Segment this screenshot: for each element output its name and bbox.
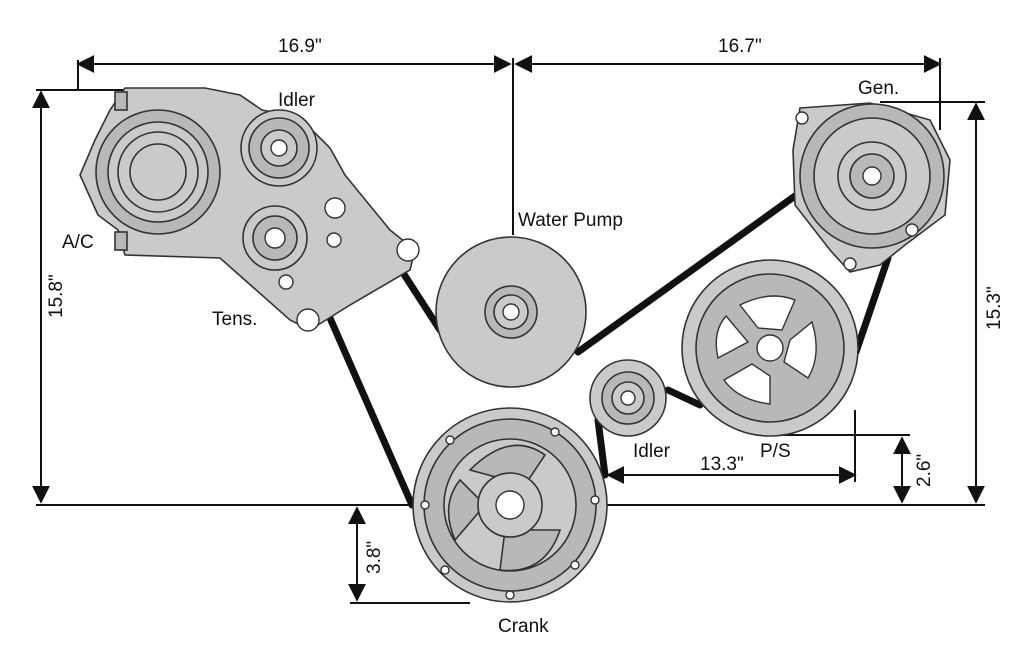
- tensioner-pulley: [242, 205, 308, 271]
- power-steering-pulley: [681, 259, 859, 437]
- label-tensioner: Tens.: [212, 309, 257, 330]
- label-water-pump: Water Pump: [518, 210, 623, 231]
- label-crank: Crank: [498, 616, 549, 637]
- dim-left-height: 15.8": [46, 274, 67, 318]
- top-idler-pulley: [240, 109, 318, 187]
- component-labels: Idler A/C Tens. Water Pump Gen. Idler P/…: [62, 78, 899, 637]
- dimension-lines: [32, 55, 985, 604]
- dim-crank-offset: 3.8": [364, 541, 385, 574]
- dim-top-right: 16.7": [718, 36, 762, 57]
- label-idler-bottom: Idler: [633, 441, 671, 462]
- ac-bracket-assembly: [79, 87, 420, 332]
- dim-ps-offset: 2.6": [914, 454, 935, 487]
- label-power-steering: P/S: [760, 441, 791, 462]
- dim-right-height: 15.3": [984, 286, 1005, 330]
- label-ac: A/C: [62, 232, 94, 253]
- dimension-labels: 16.9" 16.7" 15.8" 15.3" 3.8" 13.3" 2.6": [46, 36, 1005, 574]
- dim-top-left: 16.9": [278, 36, 322, 57]
- crank-pulley: [412, 407, 608, 603]
- water-pump-pulley: [435, 236, 587, 388]
- generator: [792, 102, 951, 273]
- dim-idler-width: 13.3": [700, 454, 744, 475]
- bottom-idler-pulley: [589, 359, 667, 437]
- label-generator: Gen.: [858, 78, 899, 99]
- label-idler-top: Idler: [278, 90, 316, 111]
